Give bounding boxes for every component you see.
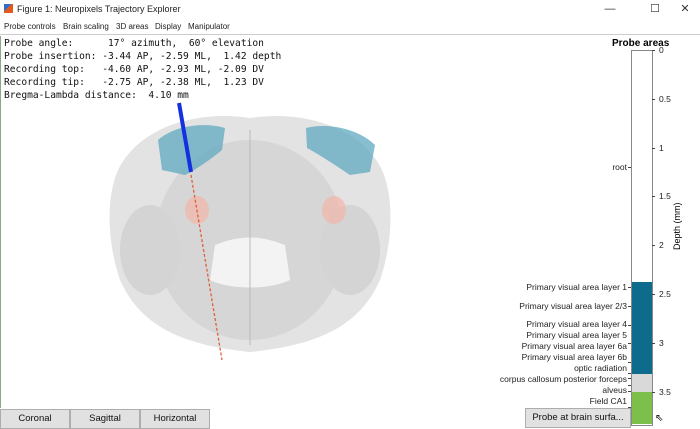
area-label: corpus callosum posterior forceps bbox=[499, 374, 627, 384]
recording-top: Recording top: -4.60 AP, -2.93 ML, -2.09… bbox=[4, 64, 264, 75]
area-label: Primary visual area layer 6a bbox=[521, 341, 627, 351]
recording-probe[interactable] bbox=[177, 102, 193, 173]
depth-tick bbox=[652, 245, 655, 247]
depth-tick-label: 3 bbox=[659, 337, 664, 348]
sagittal-button[interactable]: Sagittal bbox=[70, 409, 140, 429]
menu-display[interactable]: Display bbox=[155, 22, 182, 31]
area-tick bbox=[628, 342, 631, 344]
area-tick bbox=[628, 305, 631, 307]
brain-lateral bbox=[320, 205, 380, 295]
horizontal-button[interactable]: Horizontal bbox=[140, 409, 210, 429]
area-tick bbox=[628, 390, 631, 392]
visual-area-left bbox=[158, 125, 225, 175]
area-bar-frame bbox=[631, 50, 653, 426]
title-bar: Figure 1: Neuropixels Trajectory Explore… bbox=[0, 0, 700, 18]
area-tick bbox=[628, 325, 631, 327]
probe-trajectory bbox=[190, 174, 223, 361]
menu-3d-areas[interactable]: 3D areas bbox=[116, 22, 149, 31]
visual-area-right bbox=[306, 125, 375, 175]
area-segment bbox=[631, 282, 652, 375]
depth-tick-label: 2.5 bbox=[659, 289, 671, 299]
area-tick bbox=[628, 377, 631, 379]
depth-axis-label: Depth (mm) bbox=[672, 202, 682, 250]
area-label: root bbox=[612, 162, 627, 173]
depth-tick-label: 3.5 bbox=[659, 386, 671, 397]
area-label: Primary visual area layer 1 bbox=[526, 282, 627, 293]
area-tick bbox=[628, 407, 631, 409]
area-tick bbox=[628, 362, 631, 364]
depth-tick-label: 0 bbox=[659, 45, 664, 55]
area-label: alveus bbox=[602, 385, 627, 395]
minimize-button[interactable]: — bbox=[604, 3, 616, 15]
depth-tick-label: 1 bbox=[659, 142, 664, 153]
area-label: optic radiation bbox=[574, 363, 627, 373]
area-label: Primary visual area layer 5 bbox=[526, 330, 627, 340]
maximize-button[interactable]: ☐ bbox=[650, 3, 660, 15]
area-tick bbox=[628, 287, 631, 289]
mouse-cursor-icon: ⇖ bbox=[655, 413, 664, 424]
divider bbox=[0, 36, 1, 408]
depth-tick bbox=[652, 98, 655, 100]
depth-tick bbox=[652, 50, 655, 51]
probe-areas-title: Probe areas bbox=[612, 38, 670, 49]
area-label: Primary visual area layer 2/3 bbox=[519, 300, 627, 311]
probe-angle: Probe angle: 17° azimuth, 60° elevation bbox=[4, 38, 264, 49]
area-tick bbox=[628, 373, 631, 375]
highlight-area-right bbox=[322, 196, 346, 224]
window-title: Figure 1: Neuropixels Trajectory Explore… bbox=[17, 4, 181, 14]
menu-bar: Probe controls Brain scaling 3D areas Di… bbox=[0, 18, 700, 35]
depth-tick-label: 2 bbox=[659, 240, 664, 251]
brain-3d-view[interactable] bbox=[0, 36, 480, 409]
depth-tick-label: 1.5 bbox=[659, 191, 671, 202]
area-label: Primary visual area layer 4 bbox=[526, 319, 627, 329]
area-label: Field CA1 bbox=[589, 396, 627, 406]
recording-tip: Recording tip: -2.75 AP, -2.38 ML, 1.23 … bbox=[4, 77, 264, 88]
depth-tick-label: 0.5 bbox=[659, 93, 671, 104]
probe-insertion: Probe insertion: -3.44 AP, -2.59 ML, 1.4… bbox=[4, 51, 282, 62]
area-label: Primary visual area layer 6b bbox=[521, 352, 627, 362]
depth-tick bbox=[652, 147, 655, 149]
matlab-icon bbox=[4, 4, 13, 13]
depth-tick bbox=[652, 391, 655, 393]
depth-tick bbox=[652, 342, 655, 344]
area-segment bbox=[631, 391, 652, 424]
menu-manipulator[interactable]: Manipulator bbox=[188, 22, 230, 31]
area-segment bbox=[631, 374, 652, 392]
area-tick bbox=[628, 167, 631, 169]
probe-at-brain-surface-button[interactable]: Probe at brain surfa... bbox=[525, 408, 631, 428]
close-button[interactable]: ✕ bbox=[680, 3, 690, 15]
area-tick bbox=[628, 384, 631, 386]
depth-tick bbox=[652, 294, 655, 295]
depth-tick bbox=[652, 196, 655, 198]
brain-lateral bbox=[120, 205, 180, 295]
menu-brain-scaling[interactable]: Brain scaling bbox=[63, 22, 109, 31]
bregma-lambda-distance: Bregma-Lambda distance: 4.10 mm bbox=[4, 90, 189, 101]
area-segment bbox=[631, 50, 652, 283]
coronal-button[interactable]: Coronal bbox=[0, 409, 70, 429]
menu-probe-controls[interactable]: Probe controls bbox=[4, 22, 56, 31]
